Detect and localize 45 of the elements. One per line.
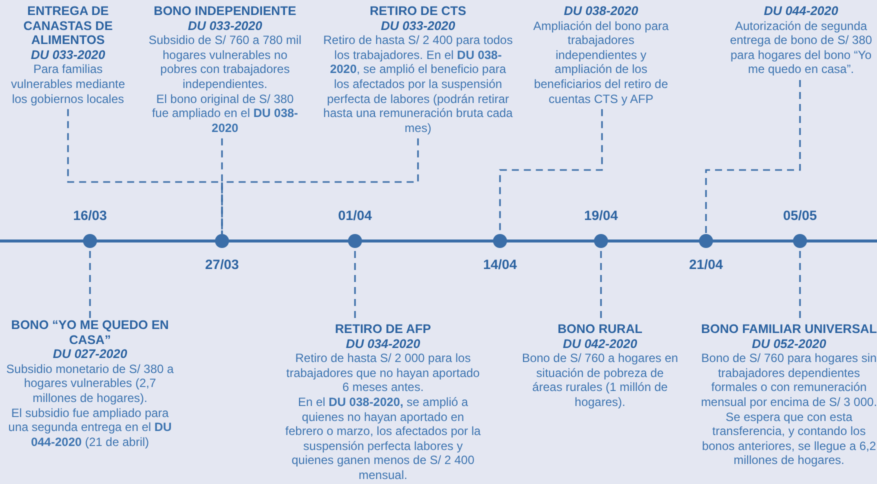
event-description: Bono de S/ 760 a hogares en situación de pobreza de áreas rurales (1 millón de hogares).: [520, 351, 680, 410]
event-title: BONO “YO ME QUEDO EN CASA”: [10, 318, 170, 348]
timeline-dot: [83, 234, 97, 248]
timeline-dot: [594, 234, 608, 248]
date-label: 05/05: [782, 208, 818, 223]
dashed-connector: [221, 138, 419, 234]
decree-number: DU 033-2020: [186, 18, 264, 34]
timeline-dot: [215, 234, 229, 248]
timeline-dot: [699, 234, 713, 248]
date-label: 14/04: [482, 257, 518, 272]
timeline-dot: [793, 234, 807, 248]
decree-number: DU 052-2020: [750, 336, 828, 352]
event-description: El bono original de S/ 380 fue ampliado en el DU 038-2020: [150, 92, 300, 136]
dashed-connector: [89, 251, 91, 318]
event-description: Ampliación del bono para trabajadores independientes y ampliación de los beneficiarios del retiro de cuentas CTS y AFP: [532, 18, 670, 106]
event-description: Bono de S/ 760 para hogares sin trabajadores dependientes formales o con remuneración mensual por encima de S/ 3 000. Se espera que con esta transferencia, y contando los bonos anteriores, se llegue a 6,2 millones de hogares.: [700, 351, 877, 468]
event-description: Retiro de hasta S/ 2 400 para todos los trabajadores. En el DU 038-2020, se amplió el beneficio para los afectados por la suspensión perfecta de labores (podrán retirar hasta una remuneración bruta cada mes): [322, 33, 514, 136]
decree-number: DU 027-2020: [52, 347, 128, 362]
timeline-dot: [348, 234, 362, 248]
decree-number: DU 044-2020: [762, 4, 840, 19]
event-description: Autorización de segunda entrega de bono de S/ 380 para hogares del bono “Yo me quedo en casa”.: [728, 18, 874, 77]
decree-number: DU 033-2020: [380, 18, 456, 34]
timeline-dot: [493, 234, 507, 248]
date-label: 16/03: [72, 208, 108, 223]
event-title: ENTREGA DE CANASTAS DE ALIMENTOS: [22, 4, 114, 48]
decree-number: DU 034-2020: [344, 336, 422, 352]
date-label: 19/04: [583, 208, 619, 223]
event-title: BONO FAMILIAR UNIVERSAL: [700, 322, 877, 337]
event-title: BONO RURAL: [556, 322, 644, 337]
event-title: BONO INDEPENDIENTE: [152, 4, 298, 19]
date-label: 21/04: [688, 257, 724, 272]
decree-number: DU 042-2020: [562, 336, 638, 352]
event-title: RETIRO DE CTS: [368, 4, 468, 19]
event-description: El subsidio fue ampliado para una segunda entrega en el DU 044-2020 (21 de abril): [7, 406, 173, 450]
date-label: 01/04: [337, 208, 373, 223]
decree-number: DU 033-2020: [30, 48, 106, 62]
event-description: Para familias vulnerables mediante los gobiernos locales: [10, 62, 126, 106]
event-description: En el DU 038-2020, se amplió a quienes no hayan aportado en febrero o marzo, los afectados por la suspensión perfecta labores y quienes ganen menos de S/ 2 400 mensual.: [284, 394, 482, 483]
event-description: Subsidio monetario de S/ 380 a hogares vulnerables (2,7 millones de hogares).: [5, 362, 175, 406]
event-description: Subsidio de S/ 760 a 780 mil hogares vulnerables no pobres con trabajadores independientes.: [148, 33, 302, 92]
date-label: 27/03: [204, 257, 240, 272]
decree-number: DU 038-2020: [562, 4, 640, 19]
dashed-connector: [705, 80, 801, 234]
event-title: RETIRO DE AFP: [334, 322, 432, 337]
event-description: Retiro de hasta S/ 2 000 para los trabajadores que no hayan aportado 6 meses antes.: [285, 351, 481, 395]
